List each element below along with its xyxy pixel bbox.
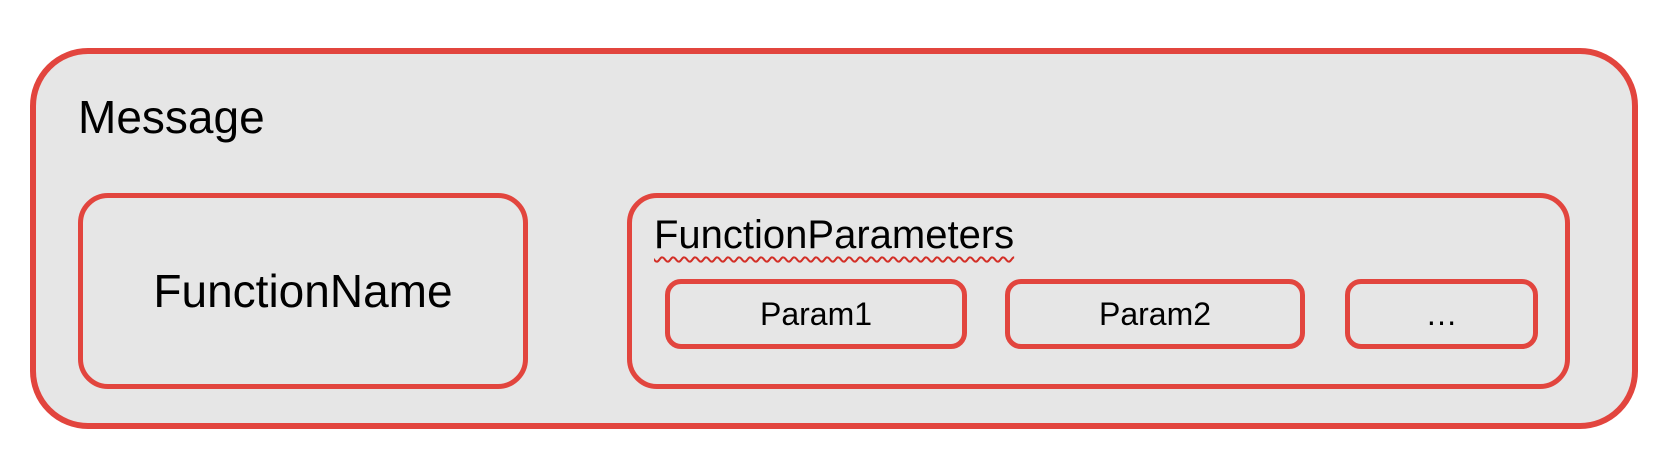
function-name-box: FunctionName [78,193,528,389]
message-container: Message FunctionName FunctionParameters … [30,48,1638,429]
param-box-ellipsis: … [1345,279,1538,349]
function-name-label: FunctionName [153,265,453,317]
param-box-1: Param1 [665,279,967,349]
params-row: Param1 Param2 … [665,279,1538,349]
function-parameters-box: FunctionParameters Param1 Param2 … [627,193,1570,389]
param-box-2: Param2 [1005,279,1305,349]
message-label: Message [78,91,265,143]
param-label: Param1 [759,295,873,332]
param-label: … [1425,295,1458,332]
function-parameters-label: FunctionParameters [654,213,1015,257]
param-label: Param2 [1098,295,1212,332]
